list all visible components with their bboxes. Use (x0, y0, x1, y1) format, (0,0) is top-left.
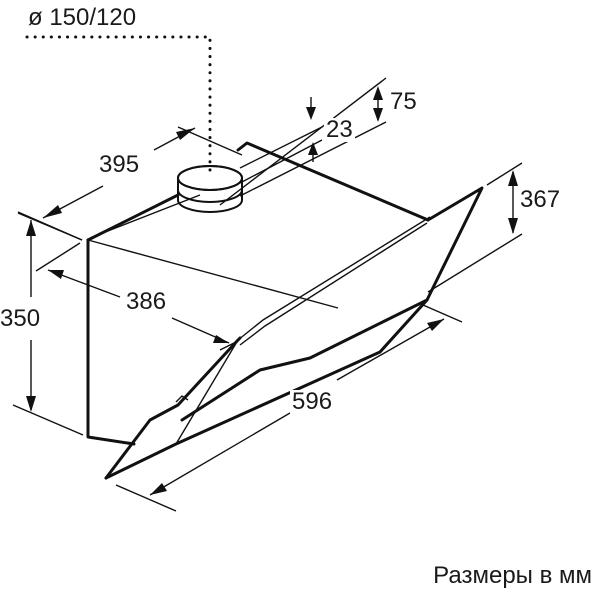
dim-label-596: 596 (290, 388, 335, 415)
outlet-cylinder (177, 165, 243, 213)
dim-label-395: 395 (97, 151, 142, 178)
dim-label-386: 386 (124, 288, 169, 315)
dim-75-23 (219, 77, 387, 206)
units-caption: Размеры в мм (433, 562, 592, 589)
glass-panel (104, 186, 484, 480)
dim-label-367: 367 (520, 186, 561, 213)
dim-367 (427, 162, 523, 293)
dim-596 (115, 304, 463, 512)
dim-350 (12, 212, 84, 436)
dim-label-350: 350 (0, 305, 43, 332)
duct-diameter-label: ø 150/120 (28, 4, 137, 31)
dim-label-23: 23 (324, 116, 355, 143)
dim-386 (35, 242, 237, 351)
dim-label-75: 75 (390, 88, 417, 115)
duct-leader-dotted (25, 35, 212, 177)
hood-body (86, 141, 430, 446)
